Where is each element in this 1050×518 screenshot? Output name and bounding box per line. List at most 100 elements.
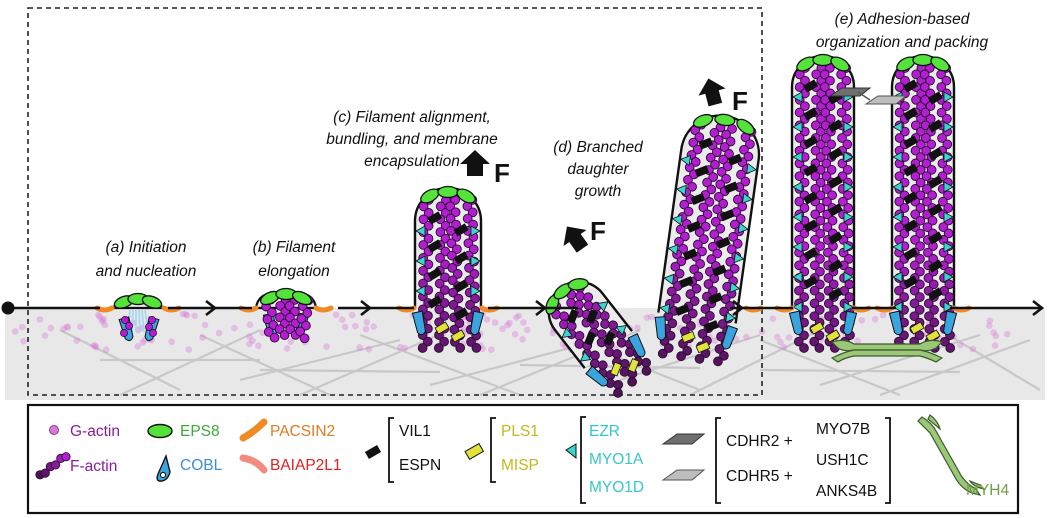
cobl-icon-hole <box>159 471 167 479</box>
ezr-myo1-linker <box>561 327 574 339</box>
actin-monomer <box>447 263 458 273</box>
vil1-espn-crosslink <box>803 219 819 233</box>
actin-monomer <box>815 177 826 188</box>
vil1-espn-crosslink <box>427 239 443 253</box>
actin-monomer <box>705 311 715 321</box>
actin-monomer <box>695 259 706 269</box>
actin-monomer <box>821 158 832 169</box>
actin-monomer <box>732 238 743 249</box>
actin-monomer <box>810 234 820 245</box>
actin-monomer <box>566 298 576 308</box>
actin-monomer <box>793 336 804 347</box>
cobl-base <box>470 310 485 336</box>
vil1-espn-crosslink <box>698 137 714 150</box>
actin-monomer <box>915 215 926 226</box>
g-actin-dot <box>986 317 994 325</box>
g-actin-dot <box>255 342 262 350</box>
actin-monomer <box>837 133 847 143</box>
g-actin-dot <box>854 337 861 345</box>
legend-baiap2l1: BAIAP2L1 <box>270 457 342 474</box>
actin-monomer <box>910 120 921 131</box>
g-actin-dot <box>101 321 109 329</box>
actin-monomer <box>706 254 717 264</box>
ezr-myo1-linker <box>943 151 954 163</box>
g-actin-dot <box>957 341 964 349</box>
actin-monomer <box>694 132 705 143</box>
pls1-misp-crosslink <box>434 321 450 335</box>
eps8-tip <box>830 56 850 72</box>
actin-monomer <box>799 203 810 213</box>
vil1-espn-crosslink <box>453 223 469 237</box>
stage-e-subtitle: organization and packing <box>816 34 989 51</box>
ezr-myo1-linker <box>892 271 903 283</box>
actin-monomer <box>909 311 920 322</box>
g-actin-dot <box>246 321 254 329</box>
ezr-myo1-linker <box>843 181 854 193</box>
vil1-espn-crosslink <box>803 275 819 289</box>
adhesion-junction <box>857 91 871 101</box>
actin-monomer <box>600 319 610 329</box>
terminal-web-line <box>119 329 261 396</box>
actin-monomer <box>899 203 910 213</box>
actin-monomer <box>667 318 678 329</box>
force-label-c: F <box>494 158 510 188</box>
timeline-arrowhead <box>535 299 548 317</box>
ezr-myo1-linker <box>470 255 481 267</box>
actin-monomer <box>597 360 608 371</box>
f-actin-icon <box>35 452 71 480</box>
vil1-espn-crosslink <box>927 231 943 245</box>
actin-monomer <box>921 184 932 194</box>
ezr-myo1-linker <box>596 301 609 313</box>
pls1-misp-bracket <box>490 417 496 483</box>
actin-monomer <box>694 354 705 364</box>
eps8-tip <box>930 56 950 72</box>
ezr-myo1-linker <box>943 301 954 313</box>
ezr-myo1-linker <box>675 184 687 196</box>
actin-monomer <box>682 345 693 356</box>
actin-monomer <box>815 266 825 277</box>
ezr-myo1-linker <box>667 244 679 256</box>
vil1-espn-crosslink <box>903 219 919 233</box>
actin-monomer <box>894 133 905 143</box>
vil1-espn-crosslink <box>927 259 943 273</box>
g-actin-dot <box>774 333 781 341</box>
actin-monomer <box>794 171 805 182</box>
actin-monomer <box>815 254 825 264</box>
g-actin-dot <box>63 323 71 331</box>
eps8-tip <box>141 295 163 309</box>
baiap2l1-icon <box>239 454 268 474</box>
actin-monomer <box>910 209 921 220</box>
vil1-espn-crosslink <box>903 107 919 121</box>
vil1-espn-crosslink <box>584 331 597 346</box>
actin-monomer <box>816 126 826 137</box>
actin-monomer <box>825 114 836 124</box>
actin-monomer <box>916 126 926 137</box>
actin-monomer <box>799 126 810 137</box>
actin-monomer <box>944 279 955 290</box>
actin-monomer <box>599 311 610 321</box>
actin-monomer <box>693 271 704 282</box>
stage-b-elongation-site <box>238 287 334 344</box>
actin-monomer <box>816 139 826 150</box>
ezr-myo1-linker <box>792 301 803 313</box>
actin-monomer <box>713 135 724 145</box>
actin-monomer <box>844 254 854 264</box>
stage-c-subtitle: bundling, and membrane <box>326 131 498 148</box>
legend-misp: MISP <box>501 457 539 474</box>
legend-anks4b: ANKS4B <box>816 483 877 500</box>
actin-monomer <box>684 162 695 173</box>
vil1-espn-crosslink <box>686 220 702 233</box>
vil1-espn-crosslink <box>715 236 731 249</box>
actin-monomer <box>263 327 274 337</box>
actin-monomer <box>826 164 837 175</box>
actin-monomer <box>434 304 445 315</box>
legend-cobl: COBL <box>180 457 223 474</box>
actin-monomer <box>945 343 956 353</box>
actin-monomer <box>641 357 652 368</box>
actin-monomer <box>470 293 480 304</box>
g-actin-dot <box>96 313 103 320</box>
stage-d-title: (d) Branched <box>553 139 644 156</box>
ezr-myo1-linker <box>843 241 854 253</box>
g-actin-dot <box>769 315 777 323</box>
actin-monomer <box>921 158 932 169</box>
